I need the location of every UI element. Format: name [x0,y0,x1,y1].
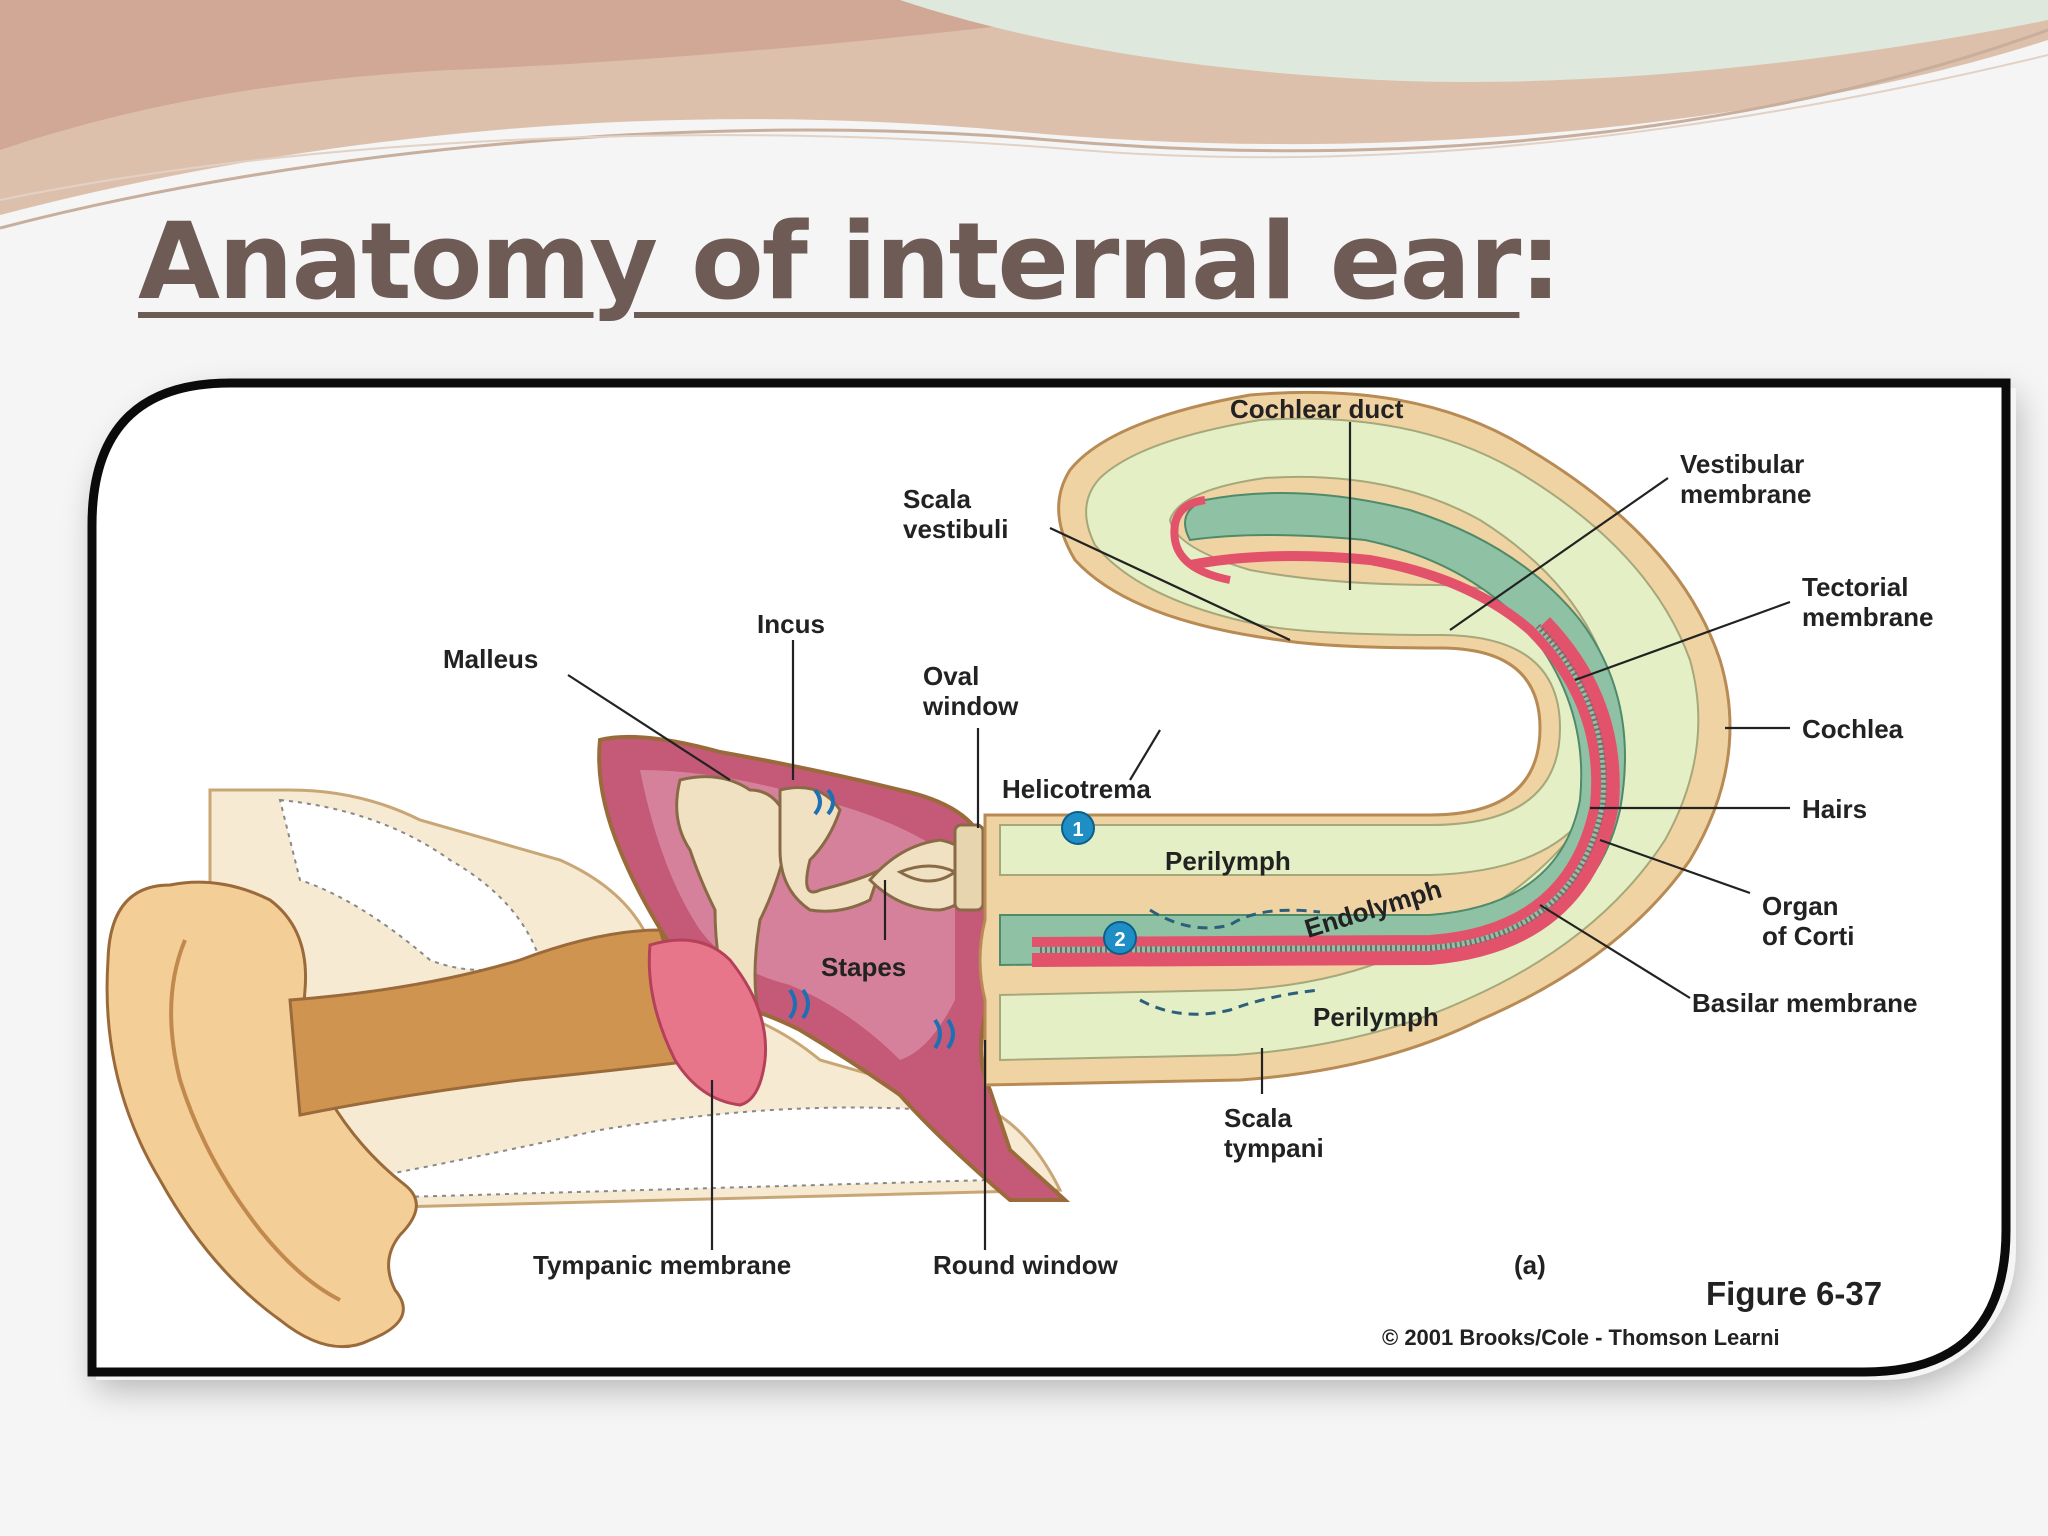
label-perilymph-lower: Perilymph [1313,1002,1439,1032]
label-stapes: Stapes [821,952,906,982]
label-round-window: Round window [933,1250,1119,1280]
label-vestibular-membrane-line1: Vestibular [1680,449,1804,479]
duct-divider-lower [1139,988,1321,1016]
malleus-bone [675,775,792,1023]
label-scala-vestibuli-line2: vestibuli [903,514,1008,544]
middle-ear [597,734,1071,1202]
label-incus: Incus [757,609,825,639]
marker-1-circle [1061,811,1095,845]
label-scala-tympani-line2: tympani [1224,1133,1324,1163]
banner-line [0,28,2048,230]
stapes-footplate [953,823,985,912]
helicotrema-tip [1170,496,1231,584]
tympanic-membrane-shape [647,938,768,1107]
label-tympanic-membrane: Tympanic membrane [533,1250,791,1280]
label-vestibular-membrane-line2: membrane [1680,479,1812,509]
slide-title: Anatomy of internal ear: [138,200,1562,323]
tectorial-membrane-band [1031,551,1602,947]
label-basilar-membrane: Basilar membrane [1692,988,1917,1018]
marker-2-circle [1103,921,1137,955]
label-scala-vestibuli-line1: Scala [903,484,971,514]
label-oval-window-line2: window [922,691,1019,721]
label-cochlea: Cochlea [1802,714,1904,744]
title-colon: : [1519,200,1561,323]
label-perilymph-upper: Perilymph [1165,846,1291,876]
label-oval-window-line1: Oval [923,661,979,691]
hair-cells-band [1039,623,1607,953]
label-cochlear-duct: Cochlear duct [1230,394,1404,424]
figure-number: Figure 6-37 [1706,1275,1882,1312]
marker-1-text: 1 [1072,819,1083,841]
label-panel-a: (a) [1514,1250,1546,1280]
leader-lines [567,422,1791,1250]
label-helicotrema: Helicotrema [1002,774,1151,804]
figure-copyright: © 2001 Brooks/Cole - Thomson Learni [1382,1325,1780,1350]
label-organ-of-corti-line1: Organ [1762,891,1839,921]
decorative-banner [0,0,2048,230]
duct-divider-upper [1149,908,1321,930]
label-tectorial-membrane-line2: membrane [1802,602,1934,632]
basilar-membrane-band [1031,617,1620,967]
label-organ-of-corti-line2: of Corti [1762,921,1854,951]
label-malleus: Malleus [443,644,538,674]
label-scala-tympani-line1: Scala [1224,1103,1292,1133]
label-hairs: Hairs [1802,794,1867,824]
outer-ear [105,880,418,1349]
banner-line-2 [0,54,2048,201]
marker-2-text: 2 [1114,929,1125,951]
banner-wave-rose [0,0,1200,150]
label-tectorial-membrane-line1: Tectorial [1802,572,1908,602]
title-text: Anatomy of internal ear [138,200,1521,323]
banner-wave-mint [900,0,2048,82]
diagram-labels: Cochlear duct Vestibular membrane Scala … [443,394,1934,1350]
incus-bone [778,786,883,913]
